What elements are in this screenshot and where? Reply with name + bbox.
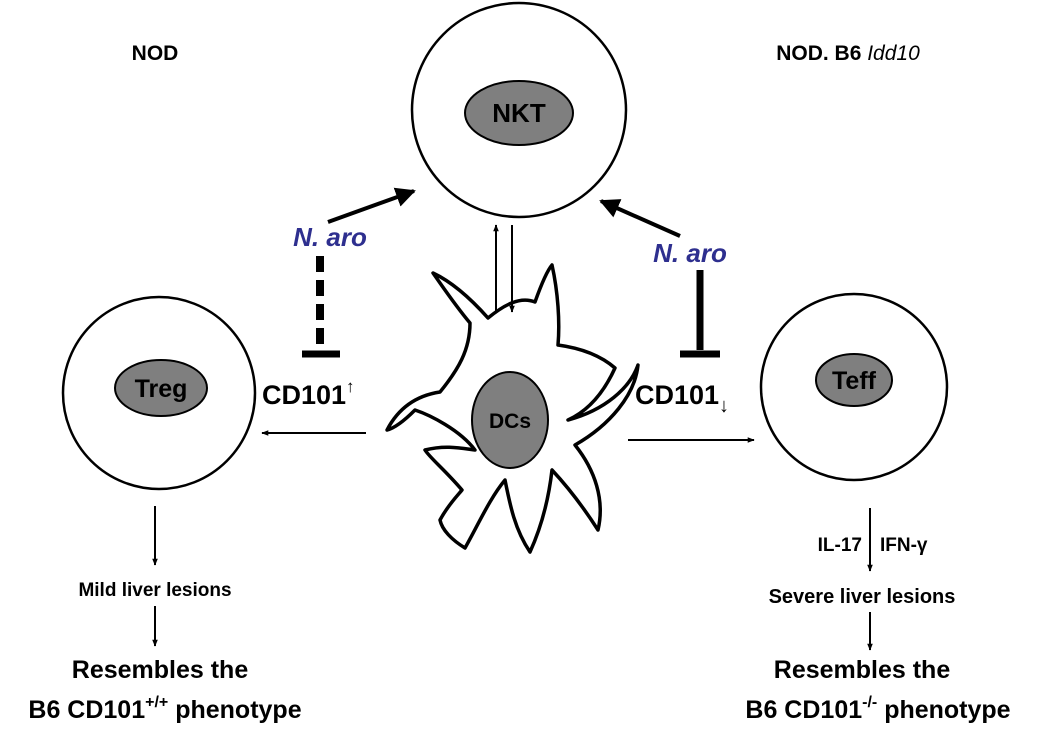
header-nod-b6-idd10: NOD. B6 Idd10 bbox=[776, 42, 920, 65]
treg-cell: Treg bbox=[61, 295, 257, 491]
nkt-nucleus bbox=[464, 80, 574, 146]
phenotype-right: B6 CD101-/- phenotype bbox=[745, 694, 1010, 724]
arrow-naro-to-nkt-left bbox=[327, 187, 416, 224]
pathogen-label-right: N. aro bbox=[653, 238, 727, 268]
resembles-left: Resembles the bbox=[72, 656, 249, 684]
cytokine-ifn-gamma: IFN-γ bbox=[880, 535, 928, 556]
treg-label: Treg bbox=[135, 375, 188, 403]
header-nod: NOD bbox=[132, 42, 179, 65]
dcs-nucleus bbox=[471, 371, 549, 469]
nkt-cell: NKT bbox=[410, 1, 628, 219]
arrow-naro-to-nkt-right bbox=[599, 199, 681, 238]
phenotype-left: B6 CD101+/+ phenotype bbox=[28, 694, 301, 724]
nkt-label: NKT bbox=[492, 98, 546, 128]
treg-nucleus bbox=[114, 359, 208, 417]
cd101-down-icon: ↓ bbox=[719, 395, 729, 417]
cd101-label-right: CD101↓ bbox=[635, 380, 729, 417]
pathogen-label-left: N. aro bbox=[293, 222, 367, 252]
cd101-up-icon: ↑ bbox=[346, 377, 355, 396]
cd101-label-left: CD101↑ bbox=[262, 377, 355, 410]
teff-label: Teff bbox=[832, 367, 877, 395]
mild-liver-lesions: Mild liver lesions bbox=[78, 580, 231, 601]
cytokine-il17: IL-17 bbox=[818, 535, 862, 556]
dcs-label: DCs bbox=[489, 410, 531, 433]
teff-nucleus bbox=[815, 353, 893, 407]
teff-cell: Teff bbox=[759, 292, 949, 482]
severe-liver-lesions: Severe liver lesions bbox=[769, 586, 956, 608]
dendritic-cell: DCs bbox=[385, 263, 640, 554]
resembles-right: Resembles the bbox=[774, 656, 951, 684]
